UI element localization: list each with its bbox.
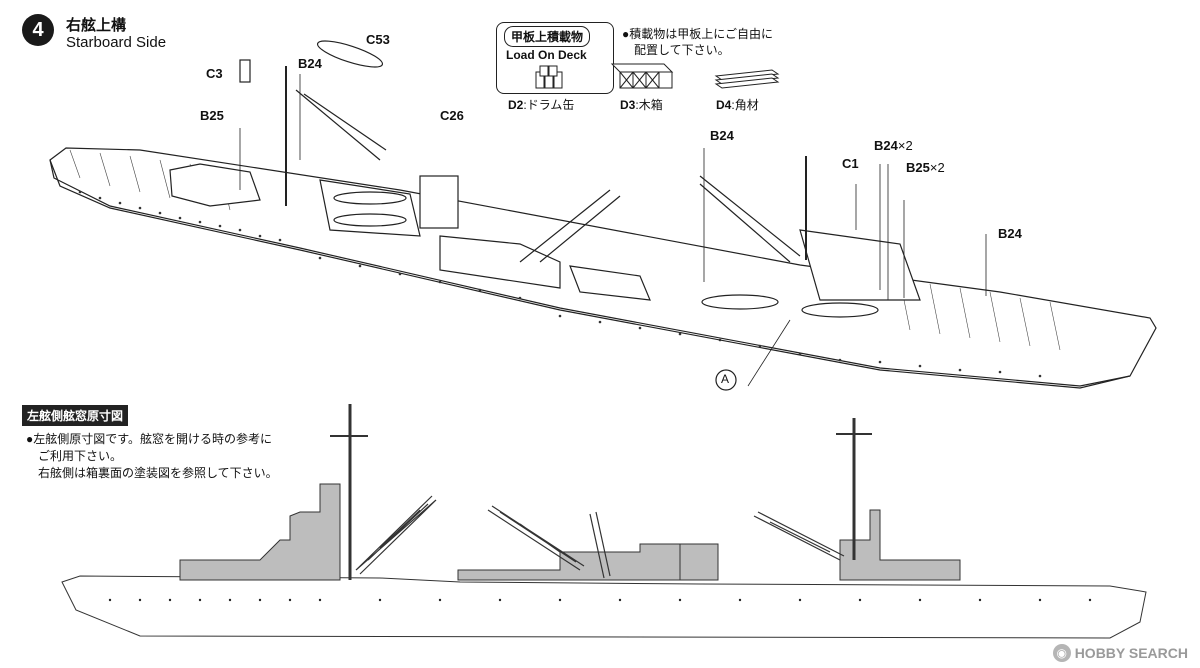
lifeboat bbox=[801, 302, 879, 318]
profile-forward-superstructure bbox=[179, 483, 341, 581]
step-title-jp: 右舷上構 bbox=[66, 17, 127, 34]
profile-section-title: 左舷側舷窓原寸図 bbox=[22, 405, 129, 426]
part-sep: : bbox=[523, 98, 527, 112]
forward-derrick bbox=[295, 89, 381, 161]
lifeboat bbox=[333, 191, 407, 205]
label-c1: C1 bbox=[842, 156, 859, 171]
timber-icon bbox=[714, 69, 780, 89]
watermark-text: HOBBY SEARCH bbox=[1074, 645, 1188, 661]
part-sep: : bbox=[635, 98, 639, 112]
part-c3 bbox=[239, 59, 251, 83]
label-c53: C53 bbox=[366, 32, 390, 47]
part-name: ドラム缶 bbox=[526, 98, 575, 112]
deck-load-parts bbox=[535, 63, 780, 89]
bridge-block bbox=[439, 235, 561, 289]
ship-isometric bbox=[49, 40, 1157, 391]
boat-part-c53 bbox=[316, 40, 384, 68]
deck-load-note-line: 配置して下さい。 bbox=[634, 43, 730, 57]
step-title-en: Starboard Side bbox=[66, 34, 167, 51]
midship-boat-deck bbox=[319, 179, 421, 237]
part-code: D4 bbox=[716, 98, 732, 112]
label-c26: C26 bbox=[440, 108, 464, 123]
hull-side-line bbox=[49, 159, 1131, 387]
lifeboat bbox=[701, 294, 779, 310]
label-b24-x2: B24×2 bbox=[874, 138, 913, 153]
profile-portholes bbox=[108, 598, 1092, 602]
mid-derrick bbox=[519, 189, 611, 263]
deck-load-title: 甲板上積載物 bbox=[504, 26, 591, 47]
deck-load-box bbox=[496, 22, 614, 94]
ship-profile bbox=[61, 404, 1147, 639]
part-code: D2 bbox=[508, 98, 524, 112]
profile-hull bbox=[61, 575, 1147, 639]
deck-load-subtitle: Load On Deck bbox=[506, 48, 587, 62]
label-text: B25 bbox=[906, 160, 930, 175]
label-multiplier: ×2 bbox=[897, 138, 913, 153]
aft-superstructure bbox=[799, 229, 921, 301]
profile-derricks bbox=[355, 495, 845, 579]
label-b24-mid: B24 bbox=[710, 128, 734, 143]
label-detail-a: A bbox=[721, 372, 730, 386]
porthole-row bbox=[78, 190, 1042, 378]
label-b25-left: B25 bbox=[200, 108, 224, 123]
deck-load-note: ●積載物は甲板上にご自由に 配置して下さい。 bbox=[622, 26, 773, 58]
profile-aft-superstructure bbox=[839, 509, 961, 581]
profile-note-line: ご利用下さい。 bbox=[38, 449, 123, 463]
label-b24-mast: B24 bbox=[298, 56, 322, 71]
hobby-search-icon: ◉ bbox=[1052, 644, 1071, 662]
label-b25-x2: B25×2 bbox=[906, 160, 945, 175]
detail-a-marker bbox=[715, 369, 737, 391]
part-name: 木箱 bbox=[638, 98, 663, 112]
lifeboat bbox=[333, 213, 407, 227]
crate-icon bbox=[610, 63, 674, 89]
label-c3: C3 bbox=[206, 66, 223, 81]
profile-funnel bbox=[679, 543, 719, 581]
label-b24-right: B24 bbox=[998, 226, 1022, 241]
profile-bridge bbox=[457, 543, 701, 581]
profile-note-line: ●左舷側原寸図です。舷窓を開ける時の参考に bbox=[26, 432, 273, 446]
cargo-hatch bbox=[569, 265, 651, 301]
step-number-badge: 4 bbox=[22, 14, 54, 46]
label-text: B24 bbox=[874, 138, 898, 153]
forward-superstructure bbox=[169, 163, 261, 207]
deck-load-note-line: ●積載物は甲板上にご自由に bbox=[622, 27, 774, 41]
part-code: D3 bbox=[620, 98, 636, 112]
label-multiplier: ×2 bbox=[929, 160, 945, 175]
part-name: 角材 bbox=[734, 98, 759, 112]
drum-icon bbox=[535, 65, 563, 89]
aft-derrick bbox=[699, 175, 801, 257]
funnel bbox=[419, 175, 459, 229]
deck-part-d3: D3:木箱 bbox=[620, 96, 663, 114]
profile-note-line: 右舷側は箱裏面の塗装図を参照して下さい。 bbox=[38, 466, 278, 480]
deck-part-d2: D2:ドラム缶 bbox=[508, 96, 574, 114]
part-sep: : bbox=[731, 98, 735, 112]
leader-lines bbox=[239, 74, 987, 387]
deck-part-d4: D4:角材 bbox=[716, 96, 759, 114]
watermark: ◉ HOBBY SEARCH bbox=[1052, 644, 1188, 662]
